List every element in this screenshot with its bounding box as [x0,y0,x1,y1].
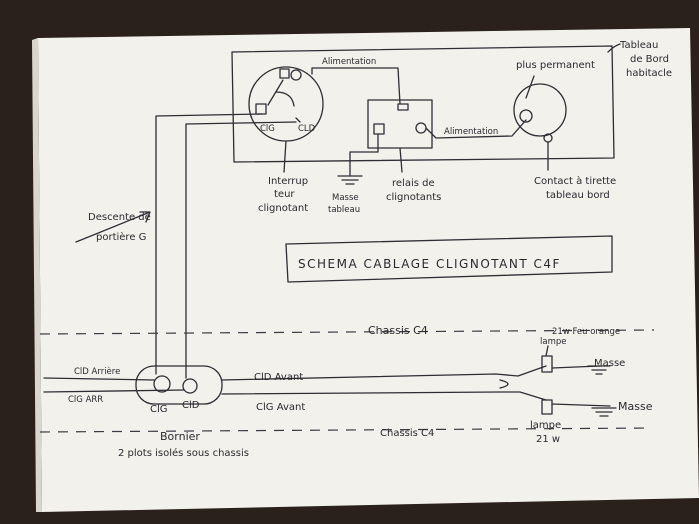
lampe-top-label: lampe [540,337,566,347]
clg-arr-label: ClG ARR [68,395,103,405]
contact-label-line1: Contact à tirette [534,175,616,187]
chassis-line-top [39,329,655,335]
masse-tableau-line1: Masse [332,193,359,203]
interrupteur-label-line2: teur [274,189,295,200]
wire-masse-bottom [551,403,611,407]
wire-clg-down [155,113,263,375]
lamp-top-lead [545,345,549,357]
wire-cld-panel [295,117,301,123]
chassis-top-label: Chassis C4 [368,324,428,337]
lamp-bottom [541,399,553,415]
bornier-box [135,365,223,405]
lampe-bottom-line2: 21 w [536,434,560,445]
cld-avant-label: ClD Avant [254,372,303,383]
clg-avant-label: ClG Avant [256,402,305,413]
wire-cld-avant [221,365,547,381]
leader-relais [399,147,403,173]
bornier-cld-label: ClD [182,400,200,411]
interrupteur-label-line1: Interrup [268,176,308,187]
paper-shadow [32,38,42,512]
bornier-plot-cld [182,378,198,394]
descente-label-line2: portière G [96,231,146,243]
contact-label-line2: tableau bord [546,190,610,201]
bornier-plot-clg [153,375,171,393]
wire-cld-arriere [43,377,155,381]
wire-alimentation-top [311,67,401,105]
key-plus-terminal [519,109,533,123]
relay-top-terminal [397,103,409,111]
relay-left-terminal [373,123,385,135]
switch-plus-mark [290,69,302,81]
dashboard-panel-box [231,45,615,163]
switch-contact-plus [279,68,290,79]
switch-arc [275,91,295,107]
masse-bottom-label: Masse [618,400,653,413]
panel-title-line3: habitacle [626,68,672,79]
relais-label-line2: clignotants [386,192,441,203]
ground-symbol-bottom [591,407,617,417]
descente-arrow [75,211,151,243]
cld-arriere-label: ClD Arrière [74,366,120,377]
wire-clg-arr [43,389,185,393]
relais-label-line1: relais de [392,178,435,189]
feu-orange-label: 21w Feu orange [552,327,620,337]
bornier-clg-label: ClG [150,404,168,415]
wire-alimentation-right [425,119,527,139]
interrupteur-label-line3: clignotant [258,203,308,214]
plus-permanent-label: plus permanent [516,60,595,71]
lamp-top [541,355,553,373]
leader-plus-permanent [525,75,535,99]
switch-cld-label: CLD [298,124,316,134]
chassis-bottom-label: Chassis C4 [380,428,434,439]
switch-clg-label: ClG [260,124,275,134]
panel-title-line1: Tableau [619,40,658,51]
panel-title-leader [607,43,621,53]
bornier-label-line1: Bornier [160,430,200,443]
key-contact [513,83,567,137]
bornier-label-line2: 2 plots isolés sous chassis [118,447,249,459]
lampe-bottom-line1: lampe [530,420,561,431]
leader-interrupteur [283,140,287,173]
masse-tableau-line2: tableau [328,205,360,215]
paper-sheet [38,28,699,512]
schema-title-box [285,235,613,283]
ground-symbol-panel [337,175,363,185]
schema-title: SCHEMA CABLAGE CLIGNOTANT C4F [298,257,561,271]
alimentation-right-label: Alimentation [444,127,498,137]
masse-top-label: Masse [594,358,625,369]
chassis-line-bottom [39,427,653,433]
panel-title-line2: de Bord [630,54,669,65]
ground-symbol-top [587,365,611,375]
descente-label-line1: Descente de [88,212,151,223]
front-bundle-loop [499,379,509,389]
alimentation-top-label: Alimentation [322,57,376,67]
switch-lever [267,79,284,106]
wire-cld-down [185,121,297,379]
wire-clg-avant [221,391,547,401]
wire-masse-relay [349,133,379,177]
